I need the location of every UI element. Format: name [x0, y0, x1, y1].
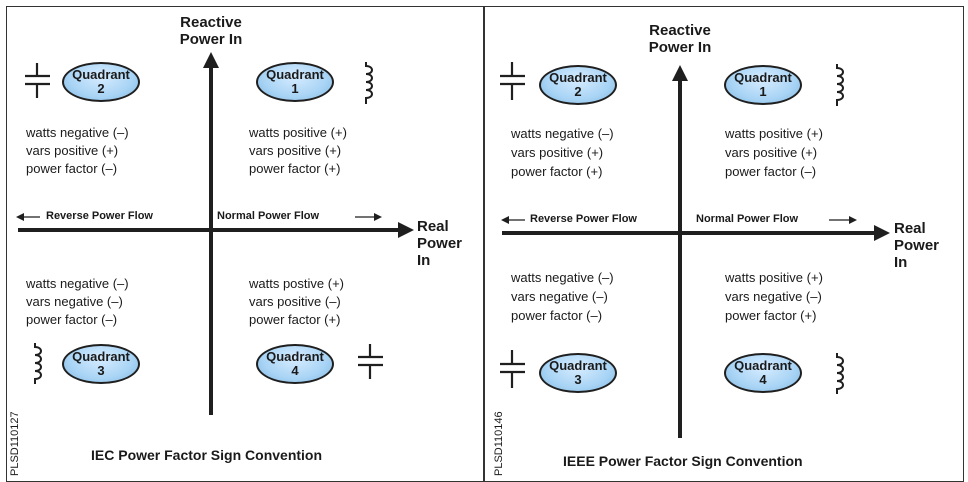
ieee-q3-power-factor: power factor (–) [511, 308, 603, 323]
ieee-q4-inductor-icon [836, 353, 844, 394]
quadrant-word: Quadrant [266, 349, 324, 364]
ieee-normal-flow-label: Normal Power Flow [694, 213, 801, 226]
iec-quadrant-3-badge: Quadrant 3 [62, 344, 140, 384]
iec-reverse-flow-label: Reverse Power Flow [44, 210, 155, 223]
quadrant-word: Quadrant [734, 358, 792, 373]
quadrant-word: Quadrant [72, 67, 130, 82]
quadrant-number: 1 [291, 81, 299, 96]
quadrant-number: 2 [97, 81, 105, 96]
ieee-normal-flow-arrowhead [849, 216, 857, 224]
ieee-quadrant-3-badge: Quadrant 3 [539, 353, 617, 393]
iec-caption: IEC Power Factor Sign Convention [91, 447, 323, 463]
ieee-q1-inductor-icon [836, 64, 844, 106]
quadrant-number: 1 [759, 84, 767, 99]
iec-reverse-flow-arrowhead [16, 213, 24, 221]
ieee-q1-vars: vars positive (+) [725, 145, 818, 160]
quadrant-number: 4 [759, 372, 767, 387]
quadrant-word: Quadrant [266, 67, 324, 82]
quadrant-word: Quadrant [734, 70, 792, 85]
iec-figure-code: PLSD110127 [9, 411, 21, 476]
iec-q1-inductor-icon [365, 62, 373, 104]
ieee-caption: IEEE Power Factor Sign Convention [563, 453, 803, 469]
iec-q2-capacitor-icon [25, 63, 50, 98]
iec-q4-power-factor: power factor (+) [249, 312, 341, 327]
ieee-q4-watts: watts positive (+) [725, 270, 823, 285]
ieee-quadrant-1-badge: Quadrant 1 [724, 65, 802, 105]
quadrant-number: 3 [574, 372, 582, 387]
ieee-q4-power-factor: power factor (+) [725, 308, 817, 323]
iec-q3-power-factor: power factor (–) [26, 312, 118, 327]
iec-x-axis-arrowhead [398, 222, 414, 238]
ieee-y-axis-arrowhead [672, 65, 688, 81]
ieee-q2-power-factor: power factor (+) [511, 164, 603, 179]
ieee-q4-vars: vars negative (–) [725, 289, 822, 304]
iec-quadrant-4-badge: Quadrant 4 [256, 344, 334, 384]
ieee-q3-vars: vars negative (–) [511, 289, 608, 304]
iec-normal-flow-label: Normal Power Flow [215, 210, 322, 223]
quadrant-number: 4 [291, 363, 299, 378]
ieee-q2-capacitor-icon [500, 62, 525, 100]
ieee-axes-svg [500, 62, 890, 438]
quadrant-number: 2 [574, 84, 582, 99]
ieee-q1-watts: watts positive (+) [725, 126, 823, 141]
quadrant-word: Quadrant [72, 349, 130, 364]
ieee-q2-vars: vars positive (+) [511, 145, 604, 160]
iec-q4-capacitor-icon [358, 344, 383, 379]
ieee-q2-watts: watts negative (–) [511, 126, 614, 141]
iec-q4-vars: vars positive (–) [249, 294, 341, 309]
iec-q2-vars: vars positive (+) [26, 143, 119, 158]
ieee-reverse-flow-arrowhead [501, 216, 509, 224]
ieee-quadrant-4-badge: Quadrant 4 [724, 353, 802, 393]
ieee-q1-power-factor: power factor (–) [725, 164, 817, 179]
iec-quadrant-1-badge: Quadrant 1 [256, 62, 334, 102]
iec-q2-power-factor: power factor (–) [26, 161, 118, 176]
quadrant-word: Quadrant [549, 358, 607, 373]
iec-q3-vars: vars negative (–) [26, 294, 123, 309]
quadrant-word: Quadrant [549, 70, 607, 85]
iec-normal-flow-arrowhead [374, 213, 382, 221]
quadrant-number: 3 [97, 363, 105, 378]
iec-q1-watts: watts positive (+) [249, 125, 347, 140]
iec-q3-inductor-icon [34, 343, 42, 384]
ieee-quadrant-2-badge: Quadrant 2 [539, 65, 617, 105]
iec-y-axis-arrowhead [203, 52, 219, 68]
ieee-q3-watts: watts negative (–) [511, 270, 614, 285]
ieee-figure-code: PLSD110146 [493, 411, 505, 476]
iec-axes-svg [16, 52, 414, 415]
iec-q1-power-factor: power factor (+) [249, 161, 341, 176]
iec-q4-watts: watts postive (+) [249, 276, 345, 291]
iec-q2-watts: watts negative (–) [26, 125, 129, 140]
ieee-q3-capacitor-icon [500, 350, 525, 388]
ieee-reverse-flow-label: Reverse Power Flow [528, 213, 639, 226]
iec-q1-vars: vars positive (+) [249, 143, 342, 158]
ieee-x-axis-arrowhead [874, 225, 890, 241]
iec-quadrant-2-badge: Quadrant 2 [62, 62, 140, 102]
iec-q3-watts: watts negative (–) [26, 276, 129, 291]
